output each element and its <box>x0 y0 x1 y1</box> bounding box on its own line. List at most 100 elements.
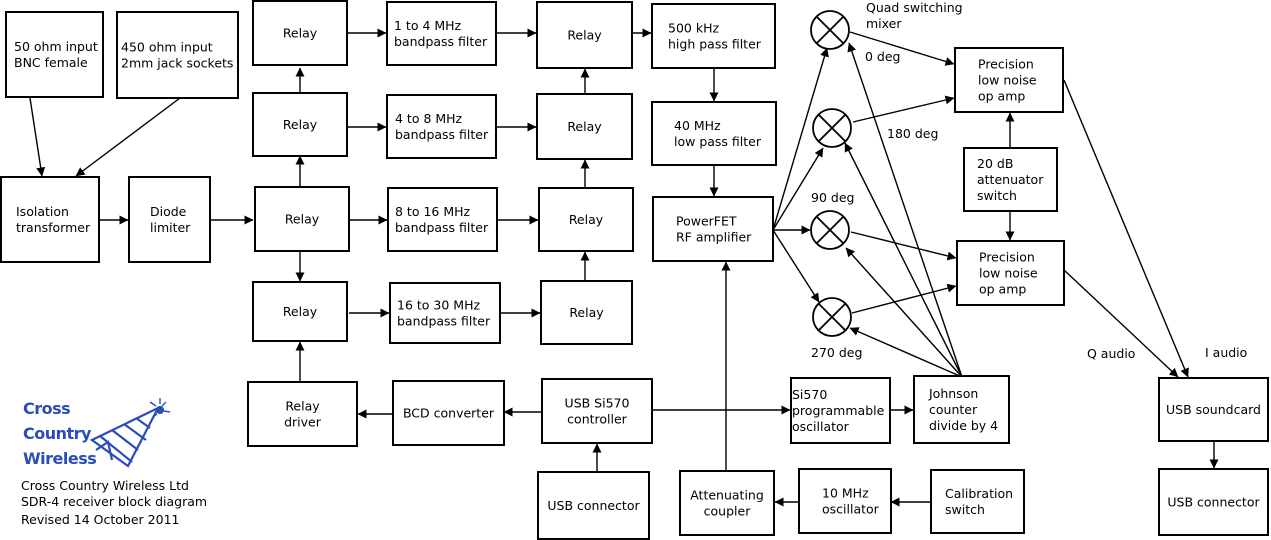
block-relay-b3: Relay <box>538 187 634 252</box>
block-box <box>254 186 350 252</box>
mixer-0-deg <box>810 10 850 50</box>
label-90-deg: 90 deg <box>811 190 854 205</box>
block-label: 8 to 16 MHz <box>395 204 471 219</box>
block-label: coupler <box>704 504 752 519</box>
block-label: Relay <box>567 28 602 43</box>
block-label: op amp <box>978 89 1025 104</box>
block-label: transformer <box>16 220 91 235</box>
block-box <box>963 147 1058 212</box>
block-label: 20 dB <box>977 156 1013 171</box>
block-box <box>798 468 892 534</box>
mixers <box>810 10 852 337</box>
block-label: oscillator <box>792 419 850 434</box>
caption-company: Cross Country Wireless Ltd <box>21 478 189 493</box>
block-label: bandpass filter <box>395 220 489 235</box>
mixer-title-line-1: Quad switching <box>866 0 963 15</box>
block-box <box>387 187 498 252</box>
block-box <box>956 240 1065 306</box>
company-logo: Cross Country Wireless <box>23 398 171 468</box>
block-label: programmable <box>792 403 885 418</box>
caption: Cross Country Wireless Ltd SDR-4 receive… <box>21 478 207 527</box>
block-box <box>651 101 777 166</box>
block-relay-a3: Relay <box>254 186 350 252</box>
block-label: 500 kHz <box>668 21 719 36</box>
block-box <box>5 11 104 98</box>
label-q-audio: Q audio <box>1087 346 1135 361</box>
block-relay-a4: Relay <box>252 281 348 342</box>
block-label: 16 to 30 MHz <box>397 298 480 313</box>
block-box <box>541 378 653 444</box>
mixer-title-line-2: mixer <box>866 16 902 31</box>
block-label: 2mm jack sockets <box>121 56 233 71</box>
block-relay-a1: Relay <box>252 0 348 66</box>
block-label: low pass filter <box>674 134 762 149</box>
block-box <box>0 176 100 263</box>
block-box <box>930 469 1025 534</box>
label-180-deg: 180 deg <box>887 126 938 141</box>
block-label: divide by 4 <box>929 418 998 433</box>
block-label: counter <box>929 402 978 417</box>
block-label: 4 to 8 MHz <box>395 111 463 126</box>
block-label: Attenuating <box>690 488 764 503</box>
block-label: BCD converter <box>403 406 495 421</box>
block-label: 10 MHz <box>822 486 869 501</box>
block-box <box>252 281 348 342</box>
block-label: Si570 <box>792 387 827 402</box>
block-box <box>252 0 348 66</box>
block-label: low noise <box>979 266 1038 281</box>
block-label: 450 ohm input <box>121 40 213 55</box>
block-label: bandpass filter <box>397 314 491 329</box>
block-box <box>651 3 776 69</box>
block-box <box>790 377 891 444</box>
block-label: Relay <box>283 304 318 319</box>
block-label: 40 MHz <box>674 118 721 133</box>
label-i-audio: I audio <box>1205 345 1247 360</box>
block-label: Johnson <box>928 386 978 401</box>
block-label: Relay <box>285 212 320 227</box>
block-box <box>913 375 1010 444</box>
block-label: Precision <box>979 250 1035 265</box>
block-bcd: BCD converter <box>392 380 505 446</box>
block-label: USB connector <box>1167 495 1260 510</box>
label-270-deg: 270 deg <box>811 345 862 360</box>
block-label: bandpass filter <box>395 127 489 142</box>
block-usbconn1: USB connector <box>537 471 650 540</box>
block-label: 1 to 4 MHz <box>394 18 462 33</box>
block-relay-b1: Relay <box>536 1 633 69</box>
connectors <box>29 28 1219 507</box>
block-label: controller <box>567 412 627 427</box>
logo-line-2: Country <box>23 424 92 443</box>
block-relay-a2: Relay <box>252 92 348 157</box>
block-box <box>536 1 633 69</box>
block-relay-b4: Relay <box>540 280 633 345</box>
block-box <box>389 282 501 344</box>
block-label: USB connector <box>547 498 640 513</box>
block-label: driver <box>284 415 322 430</box>
block-usbconn2: USB connector <box>1158 468 1269 536</box>
block-box <box>1158 468 1269 536</box>
block-label: Calibration <box>945 486 1013 501</box>
block-relay-b2: Relay <box>536 93 633 160</box>
block-box <box>116 11 239 99</box>
mixer-180-deg <box>812 108 852 148</box>
logo-line-3: Wireless <box>23 449 96 468</box>
